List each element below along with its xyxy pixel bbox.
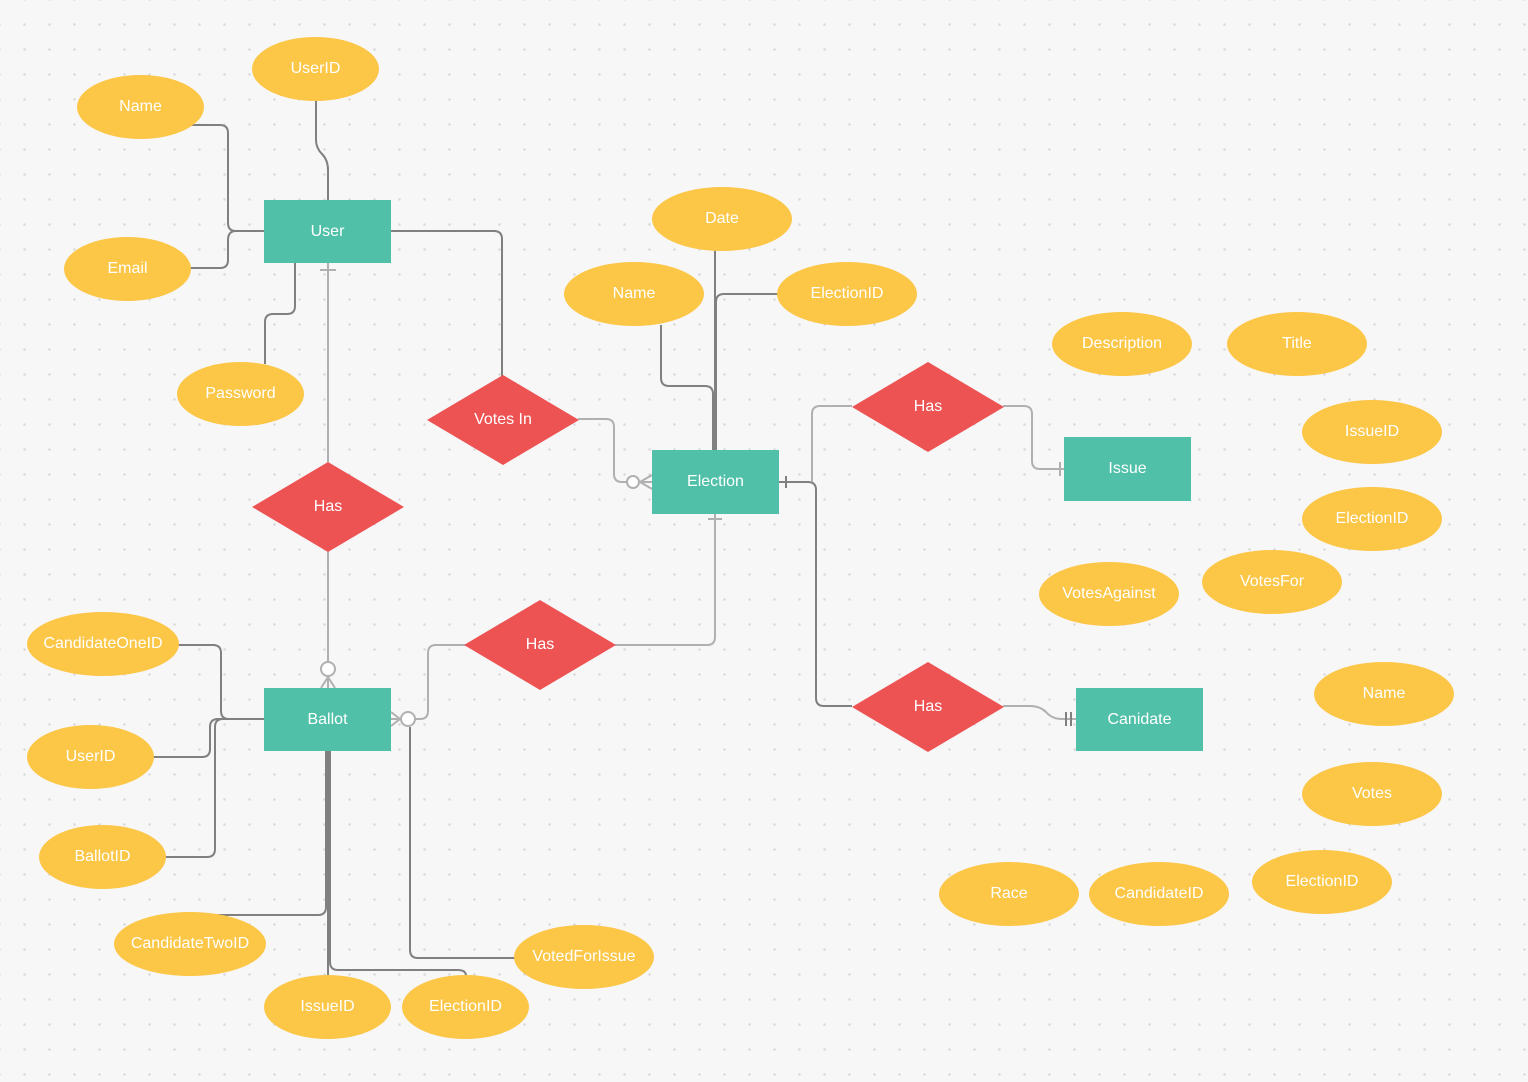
connector-ballot-votedforissue — [409, 727, 516, 959]
attr-ballot-issueid[interactable]: IssueID — [264, 975, 391, 1039]
entity-ballot[interactable]: Ballot — [264, 688, 391, 751]
entity-user-label: User — [310, 222, 345, 240]
attr-ballot-candidateoneid[interactable]: CandidateOneID — [27, 612, 179, 676]
entity-election[interactable]: Election — [652, 450, 779, 514]
attr-candidate-candidateid[interactable]: CandidateID — [1089, 862, 1229, 926]
attr-ballot-candidatetwoid[interactable]: CandidateTwoID — [114, 912, 266, 976]
attr-election-electionid[interactable]: ElectionID — [777, 262, 917, 326]
attr-candidate-name[interactable]: Name — [1314, 662, 1454, 726]
attr-issue-description[interactable]: Description — [1052, 312, 1192, 376]
entity-candidate[interactable]: Canidate — [1076, 688, 1203, 751]
attr-ballot-votedforissue[interactable]: VotedForIssue — [514, 925, 654, 989]
attr-election-date[interactable]: Date — [652, 187, 792, 251]
entity-election-label: Election — [687, 473, 744, 490]
attr-ballot-electionid[interactable]: ElectionID — [402, 975, 529, 1039]
attr-candidate-electionid[interactable]: ElectionID — [1252, 850, 1392, 914]
relationship-ballot-election-has-label: Has — [525, 636, 555, 653]
attr-issue-title[interactable]: Title — [1227, 312, 1367, 376]
cardinality-election-zero — [626, 475, 640, 489]
crowfoot-ballot-right — [390, 711, 401, 727]
crowfoot-ballot-top — [320, 676, 336, 689]
connector-has-candidate — [1003, 705, 1076, 720]
crowfoot-election — [639, 474, 653, 490]
relationship-user-ballot-has[interactable]: Has — [252, 462, 404, 552]
attr-election-name[interactable]: Name — [564, 262, 704, 326]
cardinality-ballot-zero — [320, 661, 336, 677]
attr-candidate-votes[interactable]: Votes — [1302, 762, 1442, 826]
entity-issue[interactable]: Issue — [1064, 437, 1191, 501]
relationship-user-ballot-has-label: Has — [313, 498, 343, 515]
connector-ballot-userid — [152, 718, 264, 758]
attr-user-password[interactable]: Password — [177, 362, 304, 426]
attr-issue-votesagainst[interactable]: VotesAgainst — [1039, 562, 1179, 626]
relationship-election-candidate-has[interactable]: Has — [852, 662, 1004, 752]
attr-user-name[interactable]: Name — [77, 75, 204, 139]
connector-election-candidate-has — [779, 481, 852, 707]
relationship-votes-in[interactable]: Votes In — [427, 375, 579, 465]
connector-ballot-has — [391, 644, 466, 720]
connector-election-name — [660, 325, 714, 450]
attr-issue-votesfor[interactable]: VotesFor — [1202, 550, 1342, 614]
entity-ballot-label: Ballot — [307, 710, 348, 728]
attr-ballot-ballotid[interactable]: BallotID — [39, 825, 166, 889]
attr-ballot-userid[interactable]: UserID — [27, 725, 154, 789]
entity-user[interactable]: User — [264, 200, 391, 263]
connector-user-password — [264, 263, 296, 364]
relationship-ballot-election-has[interactable]: Has — [464, 600, 616, 690]
relationship-election-issue-has-label: Has — [913, 398, 943, 415]
connector-user-votesin — [391, 230, 503, 376]
connector-ballot-candidateoneid — [175, 644, 264, 720]
relationship-election-issue-has[interactable]: Has — [852, 362, 1004, 452]
connector-election-issue-has — [811, 405, 852, 482]
connector-election-electionid — [715, 293, 778, 450]
attr-user-userid[interactable]: UserID — [252, 37, 379, 101]
relationship-election-candidate-has-label: Has — [913, 698, 943, 715]
entity-issue-label: Issue — [1108, 460, 1147, 477]
connector-ballot-electionid — [329, 751, 467, 977]
connector-user-email — [190, 230, 264, 269]
connector-user-userid — [315, 100, 329, 200]
attr-issue-electionid[interactable]: ElectionID — [1302, 487, 1442, 551]
attr-issue-issueid[interactable]: IssueID — [1302, 400, 1442, 464]
connector-has-election — [615, 514, 716, 646]
attr-user-email[interactable]: Email — [64, 237, 191, 301]
connector-votesin-election — [578, 418, 652, 483]
connector-ballot-candidatetwoid — [218, 751, 327, 916]
attr-candidate-race[interactable]: Race — [939, 862, 1079, 926]
connector-user-name — [190, 124, 264, 232]
connector-ballot-ballotid — [165, 718, 264, 858]
cardinality-ballot-right-zero — [400, 711, 416, 727]
relationship-votes-in-label: Votes In — [474, 411, 532, 428]
connector-has-issue — [1003, 405, 1064, 470]
entity-candidate-label: Canidate — [1107, 710, 1172, 728]
